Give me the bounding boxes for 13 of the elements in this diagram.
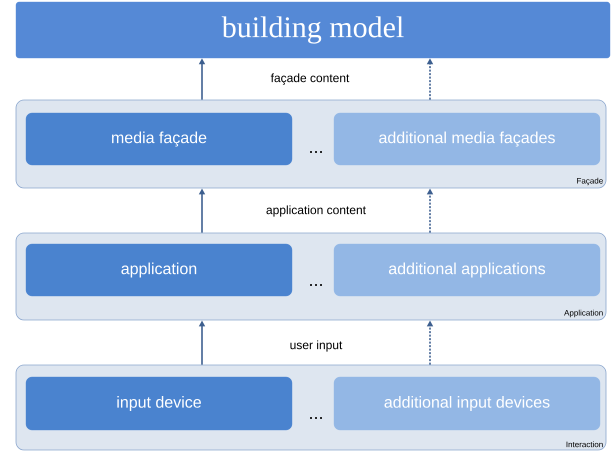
title-bar: building model xyxy=(16,2,610,58)
process-box: input device xyxy=(26,376,292,430)
process-box: application xyxy=(26,244,292,296)
process-box: additional input devices xyxy=(334,376,600,430)
caption-text: user input xyxy=(290,340,342,352)
caption-text: façade content xyxy=(270,73,350,85)
process-box: media façade xyxy=(26,112,292,166)
process-box: additional applications xyxy=(334,244,600,296)
ellipsis: ... xyxy=(310,151,322,153)
ellipsis: ... xyxy=(310,284,322,286)
ellipsis: ... xyxy=(310,417,322,419)
process-box: additional media façades xyxy=(334,112,600,166)
caption-text: application content xyxy=(266,205,366,217)
